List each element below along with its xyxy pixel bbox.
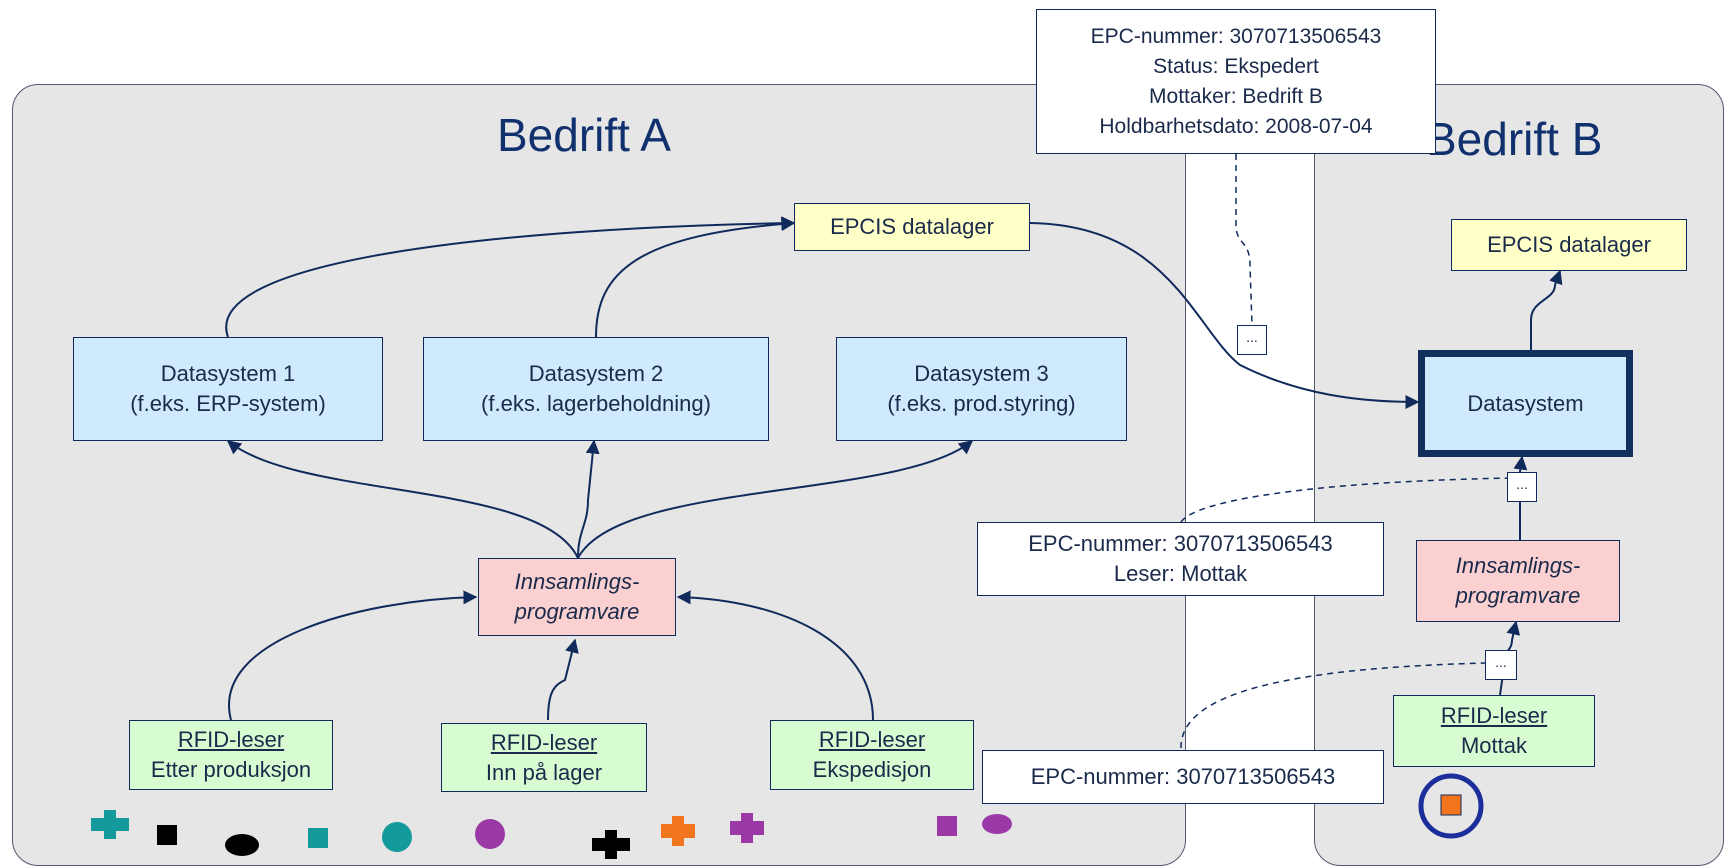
epcis-a-label: EPCIS datalager xyxy=(830,214,994,239)
rfid-reader-warehouse-title: RFID-leser xyxy=(490,729,598,755)
rfid-reader-production: RFID-leser Etter produksjon xyxy=(129,720,333,790)
message-envelope-epcis: ... xyxy=(1237,325,1267,355)
epcis-b-label: EPCIS datalager xyxy=(1487,232,1651,257)
tag-black-cross xyxy=(592,830,630,859)
rfid-reader-dispatch-title: RFID-leser xyxy=(818,727,926,752)
datasystem-1: Datasystem 1 (f.eks. ERP-system) xyxy=(73,337,383,441)
datasystem-3-name: Datasystem 3 xyxy=(914,361,1049,386)
rfid-reader-receiving-title: RFID-leser xyxy=(1440,703,1548,728)
datasystem-2-example: (f.eks. lagerbeholdning) xyxy=(481,391,711,416)
reader-b-tag-ring xyxy=(1418,773,1484,839)
company-a-title: Bedrift A xyxy=(497,109,671,161)
dashed-tag-read xyxy=(1180,662,1486,749)
epcis-event-epc: EPC-nummer: 3070713506543 xyxy=(1090,24,1382,48)
message-envelope-event: ... xyxy=(1507,472,1537,502)
tag-orange-cross xyxy=(661,816,695,846)
datasystem-1-name: Datasystem 1 xyxy=(160,361,296,386)
dashed-read-event xyxy=(1180,477,1520,523)
tag-black-ellipse xyxy=(225,834,259,856)
arrow-mw-ds1 xyxy=(226,440,579,559)
epcis-event-expiry: Holdbarhetsdato: 2008-07-04 xyxy=(1099,114,1373,138)
arrow-ds1-epcis xyxy=(225,216,796,338)
message-envelope-read: ... xyxy=(1485,650,1517,680)
middleware-b-line2: programvare xyxy=(1455,583,1581,608)
tag-purple-square xyxy=(937,816,957,836)
epcis-event-receiver: Mottaker: Bedrift B xyxy=(1149,84,1323,108)
rfid-reader-dispatch: RFID-leser Ekspedisjon xyxy=(770,720,974,790)
tag-purple-cross xyxy=(730,813,764,843)
tag-purple-ellipse xyxy=(982,814,1012,834)
datasystem-3: Datasystem 3 (f.eks. prod.styring) xyxy=(836,337,1127,441)
read-event-reader: Leser: Mottak xyxy=(1113,561,1248,586)
tag-read-epc: EPC-nummer: 3070713506543 xyxy=(1030,764,1336,789)
middleware-b-line1: Innsamlings- xyxy=(1455,553,1581,578)
middleware-a: Innsamlings- programvare xyxy=(478,558,676,636)
datasystem-2-name: Datasystem 2 xyxy=(528,361,664,386)
arrow-ds2-epcis xyxy=(595,217,796,338)
tag-teal-circle xyxy=(382,822,412,852)
arrow-epcis-a-to-ds-b xyxy=(1029,222,1420,409)
middleware-a-line2: programvare xyxy=(514,599,640,624)
tag-read-callout: EPC-nummer: 3070713506543 xyxy=(982,750,1384,804)
datasystem-b-label: Datasystem xyxy=(1467,390,1584,416)
tag-teal-square xyxy=(308,828,328,848)
epcis-event-status: Status: Ekspedert xyxy=(1153,54,1319,78)
epcis-datalager-b: EPCIS datalager xyxy=(1451,219,1687,271)
tag-black-square xyxy=(157,825,177,845)
arrow-ds-b-epcis-b xyxy=(1530,269,1563,350)
middleware-b: Innsamlings- programvare xyxy=(1416,540,1620,622)
datasystem-3-example: (f.eks. prod.styring) xyxy=(887,391,1076,416)
datasystem-b: Datasystem xyxy=(1418,350,1633,457)
read-event-callout: EPC-nummer: 3070713506543 Leser: Mottak xyxy=(977,522,1384,596)
rfid-reader-production-title: RFID-leser xyxy=(177,727,285,752)
rfid-reader-warehouse: RFID-leser Inn på lager xyxy=(441,723,647,792)
epcis-event-callout: EPC-nummer: 3070713506543 Status: Eksped… xyxy=(1036,9,1436,154)
epcis-datalager-a: EPCIS datalager xyxy=(794,203,1030,251)
dashed-epcis-event xyxy=(1235,154,1253,326)
arrow-mw-ds2 xyxy=(577,439,600,559)
arrow-mw-ds3 xyxy=(577,440,974,559)
middleware-a-line1: Innsamlings- xyxy=(514,569,640,594)
datasystem-2: Datasystem 2 (f.eks. lagerbeholdning) xyxy=(423,337,769,441)
arrow-reader1-mw xyxy=(228,590,478,721)
rfid-reader-warehouse-location: Inn på lager xyxy=(485,759,603,785)
tag-purple-circle xyxy=(475,819,505,849)
rfid-reader-production-location: Etter produksjon xyxy=(150,757,312,782)
read-event-epc: EPC-nummer: 3070713506543 xyxy=(1028,531,1333,556)
rfid-reader-receiving-location: Mottak xyxy=(1460,733,1528,758)
tag-teal-cross xyxy=(91,810,129,839)
rfid-reader-dispatch-location: Ekspedisjon xyxy=(812,757,932,782)
arrow-reader3-mw xyxy=(676,590,874,721)
rfid-reader-receiving: RFID-leser Mottak xyxy=(1393,695,1595,767)
company-b-title: Bedrift B xyxy=(1426,113,1603,165)
arrow-reader2-mw xyxy=(547,638,579,721)
tag-orange-square-b xyxy=(1440,794,1462,816)
datasystem-1-example: (f.eks. ERP-system) xyxy=(130,391,326,416)
